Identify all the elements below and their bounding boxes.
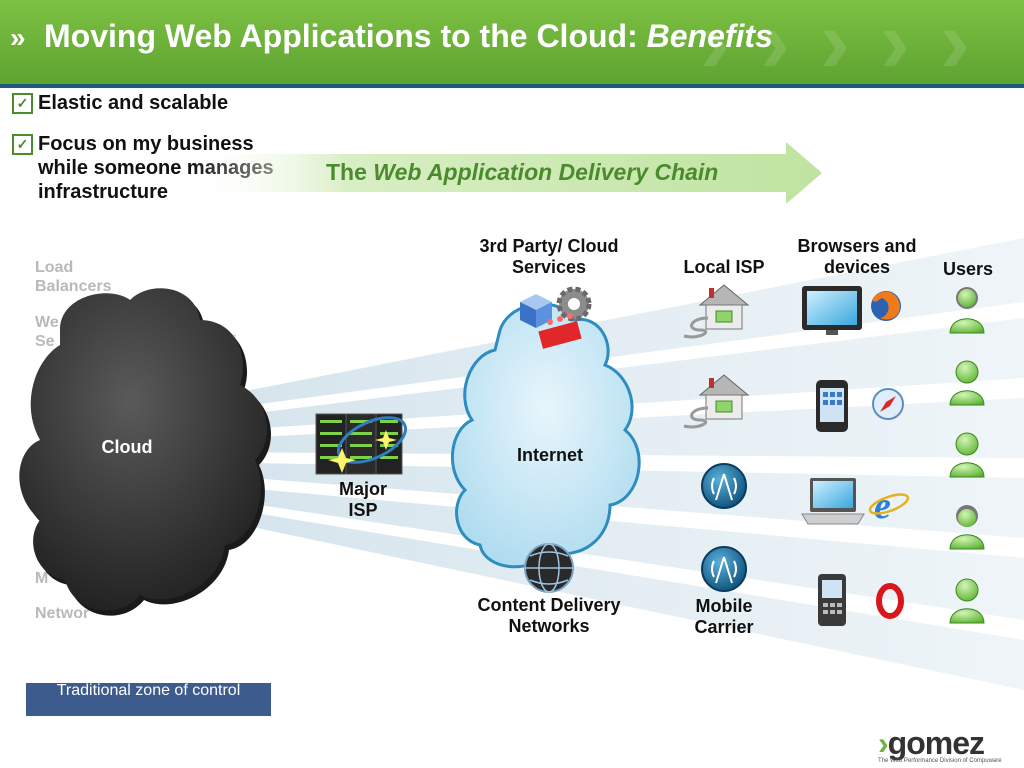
cdn-label: Content Delivery Networks <box>477 595 621 636</box>
hidden-item-m: M <box>35 570 49 587</box>
third-party-label: 3rd Party/ Cloud Services <box>479 236 619 277</box>
logo-word-text: gomez <box>887 725 985 761</box>
server-rack-icon <box>315 413 408 475</box>
internet-cloud-shape <box>450 302 641 569</box>
delivery-chain-arrow <box>190 142 822 204</box>
users-label: Users <box>942 259 994 279</box>
monitor-icon <box>802 286 862 335</box>
house-icon <box>683 284 750 339</box>
antenna-icon <box>701 546 747 592</box>
delivery-chain-label: The Web Application Delivery Chain <box>326 159 718 186</box>
decorative-chevron-icon: › <box>940 0 970 84</box>
decorative-chevron-icon: › <box>700 0 730 84</box>
hidden-item-se: Se <box>35 333 55 350</box>
checkbox-icon: ✓ <box>12 93 33 114</box>
user-icon <box>949 578 985 624</box>
decorative-chevron-icon: › <box>880 0 910 84</box>
decorative-chevron-icon: › <box>820 0 850 84</box>
opera-icon <box>876 583 904 619</box>
user-icon <box>949 360 985 406</box>
internet-label: Internet <box>516 445 583 465</box>
header-divider <box>0 84 1024 88</box>
title-main: Moving Web Applications to the Cloud: <box>44 18 638 54</box>
title-bar: › › › › › <box>0 0 1024 84</box>
hidden-item-load-balancers: Load Balancers <box>35 259 112 295</box>
major-isp-label: Major ISP <box>338 479 387 520</box>
gomez-logo: ›gomez The Web Performance Division of C… <box>878 725 1002 764</box>
laptop-icon <box>801 478 865 525</box>
user-icon <box>949 432 985 478</box>
user-icon <box>949 505 985 550</box>
cloud-shape <box>19 288 271 616</box>
svg-text:e: e <box>874 485 891 527</box>
page-title: Moving Web Applications to the Cloud: Be… <box>44 18 773 55</box>
browsers-label: Browsers and devices <box>797 236 917 277</box>
decorative-chevron-icon: › <box>760 0 790 84</box>
hidden-item-we: We <box>35 314 59 331</box>
bullet-elastic: ✓Elastic and scalable <box>12 91 308 115</box>
logo-word: ›gomez <box>878 725 1002 761</box>
zone-text: Traditional zone of control <box>56 682 241 699</box>
checkbox-icon: ✓ <box>12 134 33 155</box>
mobile-carrier-label: Mobile Carrier <box>694 596 754 637</box>
globe-icon <box>524 543 574 593</box>
cloud-label: Cloud <box>101 437 153 457</box>
chain-prefix: The <box>326 159 367 185</box>
smartphone-icon <box>816 380 848 432</box>
cube-icon <box>520 294 552 328</box>
title-emphasis: Benefits <box>646 18 773 54</box>
house-icon <box>683 374 750 429</box>
brick-icon <box>538 313 582 349</box>
firefox-icon <box>871 291 901 321</box>
ie-icon: e <box>868 485 910 527</box>
logo-tagline: The Web Performance Division of Compuwar… <box>878 758 1002 764</box>
title-chevron-icon: » <box>10 22 26 53</box>
user-icon <box>949 287 985 334</box>
hidden-item-networ: Networ <box>35 605 90 622</box>
antenna-icon <box>701 463 747 509</box>
safari-icon <box>872 388 904 420</box>
gear-icon <box>556 286 592 322</box>
feature-phone-icon <box>818 574 846 626</box>
bullet-text: Elastic and scalable <box>38 92 229 114</box>
logo-chevron-icon: › <box>878 725 889 761</box>
zone-of-control-label: Traditional zone of control <box>26 683 271 716</box>
local-isp-label: Local ISP <box>683 257 765 277</box>
chain-emphasis: Web Application Delivery Chain <box>373 159 719 185</box>
